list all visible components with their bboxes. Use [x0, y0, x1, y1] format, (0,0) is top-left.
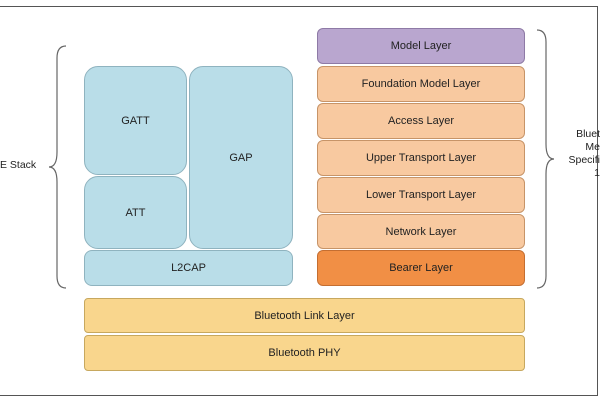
mesh-spec-label-line: Bluet: [576, 128, 600, 140]
gap-block: GAP: [189, 66, 293, 249]
access-layer: Access Layer: [317, 103, 525, 139]
left-stack-label: E Stack: [0, 159, 37, 171]
mesh-spec-label: Bluet Me Specifi 1: [558, 128, 600, 180]
foundation-model-layer: Foundation Model Layer: [317, 66, 525, 102]
mesh-spec-label-line: 1: [594, 167, 600, 179]
lower-transport-layer: Lower Transport Layer: [317, 177, 525, 213]
bearer-layer: Bearer Layer: [317, 250, 525, 286]
left-stack-brace: [48, 45, 67, 289]
network-layer: Network Layer: [317, 214, 525, 249]
bluetooth-link-layer: Bluetooth Link Layer: [84, 298, 525, 333]
mesh-spec-label-line: Specifi: [568, 154, 600, 166]
model-layer: Model Layer: [317, 28, 525, 64]
mesh-spec-label-line: Me: [585, 141, 600, 153]
att-block: ATT: [84, 176, 187, 249]
upper-transport-layer: Upper Transport Layer: [317, 140, 525, 176]
gatt-block: GATT: [84, 66, 187, 175]
bluetooth-phy: Bluetooth PHY: [84, 335, 525, 371]
l2cap-block: L2CAP: [84, 250, 293, 286]
mesh-stack-brace: [536, 29, 555, 289]
diagram-frame: [0, 6, 598, 396]
